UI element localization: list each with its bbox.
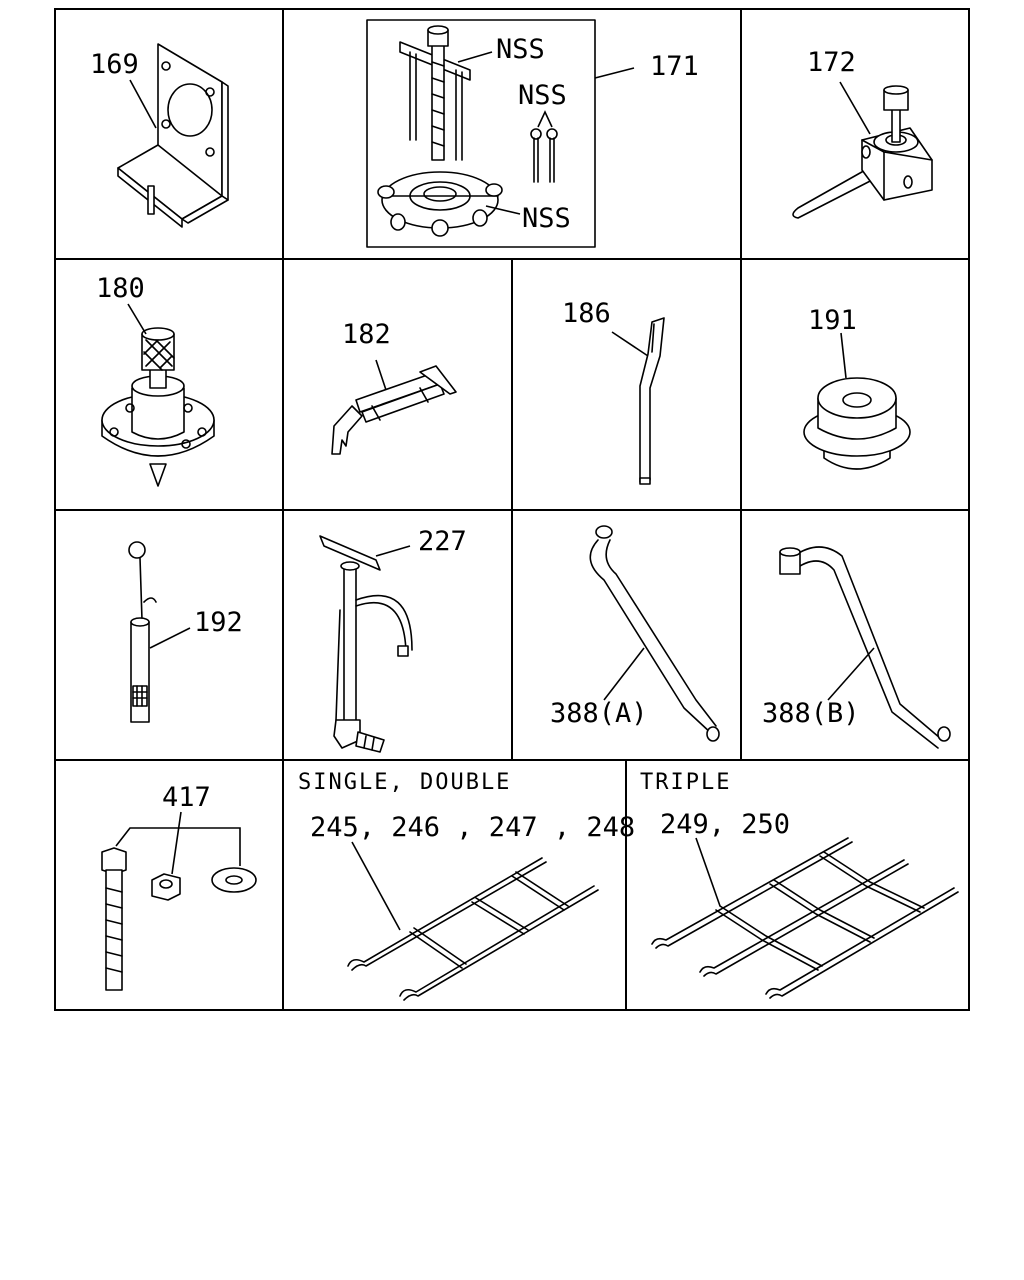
- part-180-stand[interactable]: 180: [96, 273, 215, 487]
- part-227-pump[interactable]: 227: [319, 526, 467, 753]
- label-171: 171: [650, 51, 699, 82]
- part-192-gauge[interactable]: 192: [128, 541, 243, 723]
- part-182-plate[interactable]: 182: [331, 319, 457, 455]
- label-180: 180: [96, 273, 145, 304]
- label-227: 227: [418, 526, 467, 557]
- label-171-nss-1: NSS: [496, 34, 545, 65]
- label-171-nss-2: NSS: [518, 80, 567, 111]
- part-417-fasteners[interactable]: 417: [101, 782, 257, 991]
- label-186: 186: [562, 298, 611, 329]
- label-245-248: 245, 246 , 247 , 248: [310, 812, 635, 843]
- part-388a-pipe[interactable]: 388(A): [550, 525, 720, 742]
- label-388a: 388(A): [550, 698, 648, 729]
- label-249-250: 249, 250: [660, 809, 790, 840]
- part-245-248-chains[interactable]: SINGLE, DOUBLE 245, 246 , 247 , 248: [298, 770, 635, 1001]
- header-triple: TRIPLE: [640, 770, 731, 795]
- label-417: 417: [162, 782, 211, 813]
- header-single-double: SINGLE, DOUBLE: [298, 770, 511, 795]
- parts-grid: [54, 8, 970, 1011]
- part-388b-pipe[interactable]: 388(B): [762, 546, 951, 749]
- part-169-bracket[interactable]: 169: [90, 43, 229, 228]
- part-171-puller-kit[interactable]: NSS NSS NSS 171: [366, 19, 699, 248]
- part-186-chisel[interactable]: 186: [562, 298, 665, 485]
- part-249-250-chains[interactable]: TRIPLE 249, 250: [640, 770, 959, 999]
- label-169: 169: [90, 49, 139, 80]
- label-182: 182: [342, 319, 391, 350]
- label-171-nss-3: NSS: [522, 203, 571, 234]
- part-191-cap[interactable]: 191: [803, 305, 911, 470]
- label-191: 191: [808, 305, 857, 336]
- label-388b: 388(B): [762, 698, 860, 729]
- part-172-clamp[interactable]: 172: [792, 47, 933, 219]
- label-192: 192: [194, 607, 243, 638]
- label-172: 172: [807, 47, 856, 78]
